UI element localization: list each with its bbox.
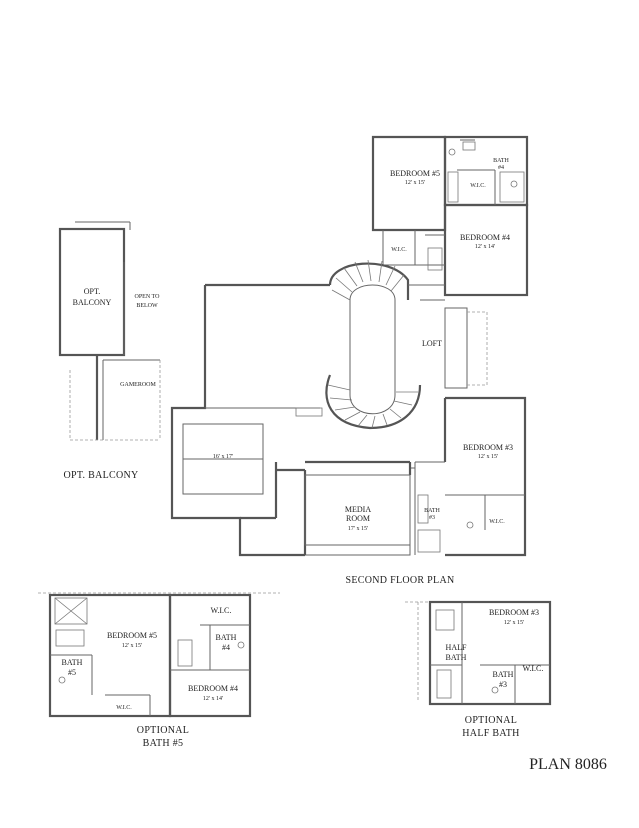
opt-half-bath-bath3-num: #3 xyxy=(499,680,507,689)
bedroom4-label: BEDROOM #4 xyxy=(460,233,510,242)
opt-bath5-caption-2: BATH #5 xyxy=(143,738,184,749)
opt-bath5-bedroom4-label: BEDROOM #4 xyxy=(188,684,238,693)
opt-bath5-bedroom5-size: 12' x 15' xyxy=(122,643,142,649)
opt-balcony-plan: OPT. BALCONY OPEN TO BELOW GAMEROOM OPT.… xyxy=(58,221,161,481)
opt-half-bath-bedroom3-label: BEDROOM #3 xyxy=(489,608,539,617)
gameroom-label: GAMEROOM xyxy=(120,382,156,388)
opt-bath5-bath4-label: BATH xyxy=(216,633,237,642)
media-room-size: 17' x 15' xyxy=(348,526,368,532)
bath3-label: BATH xyxy=(424,508,440,514)
opt-balcony-label-1: OPT. xyxy=(84,287,101,296)
opt-bath5-wic-bottom-label: W.I.C. xyxy=(116,705,132,711)
opt-half-bath-label-1: HALF xyxy=(446,643,467,652)
opt-half-bath-label-2: BATH xyxy=(446,653,467,662)
bedroom3-label: BEDROOM #3 xyxy=(463,443,513,452)
open-to-below-label-1: OPEN TO xyxy=(135,294,161,300)
opt-bath5-bath4-num: #4 xyxy=(222,643,230,652)
bedroom3-wic-label: W.I.C. xyxy=(489,519,505,525)
opt-balcony-label-2: BALCONY xyxy=(73,298,112,307)
opt-half-bath-caption-2: HALF BATH xyxy=(462,728,519,739)
stair-treads xyxy=(327,259,418,429)
bedroom5-label: BEDROOM #5 xyxy=(390,169,440,178)
opt-bath5-wic-top-label: W.I.C. xyxy=(211,606,232,615)
opt-half-bath-caption-1: OPTIONAL xyxy=(465,715,517,726)
optional-half-bath-plan: BEDROOM #3 12' x 15' HALF BATH W.I.C. BA… xyxy=(405,600,552,739)
bedroom4-size: 12' x 14' xyxy=(475,244,495,250)
bath4-num: #4 xyxy=(498,165,504,171)
opt-bath5-bedroom5-label: BEDROOM #5 xyxy=(107,631,157,640)
open-area-size: 16' x 17' xyxy=(213,454,233,460)
opt-bath5-bath5-label: BATH xyxy=(62,658,83,667)
bedroom3-size: 12' x 15' xyxy=(478,454,498,460)
opt-bath5-bath5-num: #5 xyxy=(68,668,76,677)
bath4-wic-label: W.I.C. xyxy=(470,183,486,189)
bedroom5-size: 12' x 15' xyxy=(405,180,425,186)
media-room-label-1: MEDIA xyxy=(345,505,371,514)
opt-half-bath-wic-label: W.I.C. xyxy=(523,664,544,673)
opt-bath5-bedroom4-size: 12' x 14' xyxy=(203,696,223,702)
second-floor-title: SECOND FLOOR PLAN xyxy=(345,575,454,586)
optional-bath5-plan: BEDROOM #5 12' x 15' BATH #5 W.I.C. BATH… xyxy=(38,592,280,749)
bath3-num: #3 xyxy=(429,515,435,521)
bath4-label: BATH xyxy=(493,158,509,164)
opt-half-bath-bath3-label: BATH xyxy=(493,670,514,679)
media-room-label-2: ROOM xyxy=(346,514,370,523)
bedroom5-wic-label: W.I.C. xyxy=(391,247,407,253)
loft-label: LOFT xyxy=(422,339,442,348)
second-floor-plan: BEDROOM #5 12' x 15' BATH #4 W.I.C. BEDR… xyxy=(170,135,529,586)
opt-half-bath-bedroom3-size: 12' x 15' xyxy=(504,620,524,626)
plan-number: PLAN 8086 xyxy=(529,756,607,773)
opt-bath5-caption-1: OPTIONAL xyxy=(137,725,189,736)
opt-balcony-caption: OPT. BALCONY xyxy=(63,470,138,481)
open-to-below-label-2: BELOW xyxy=(136,303,158,309)
